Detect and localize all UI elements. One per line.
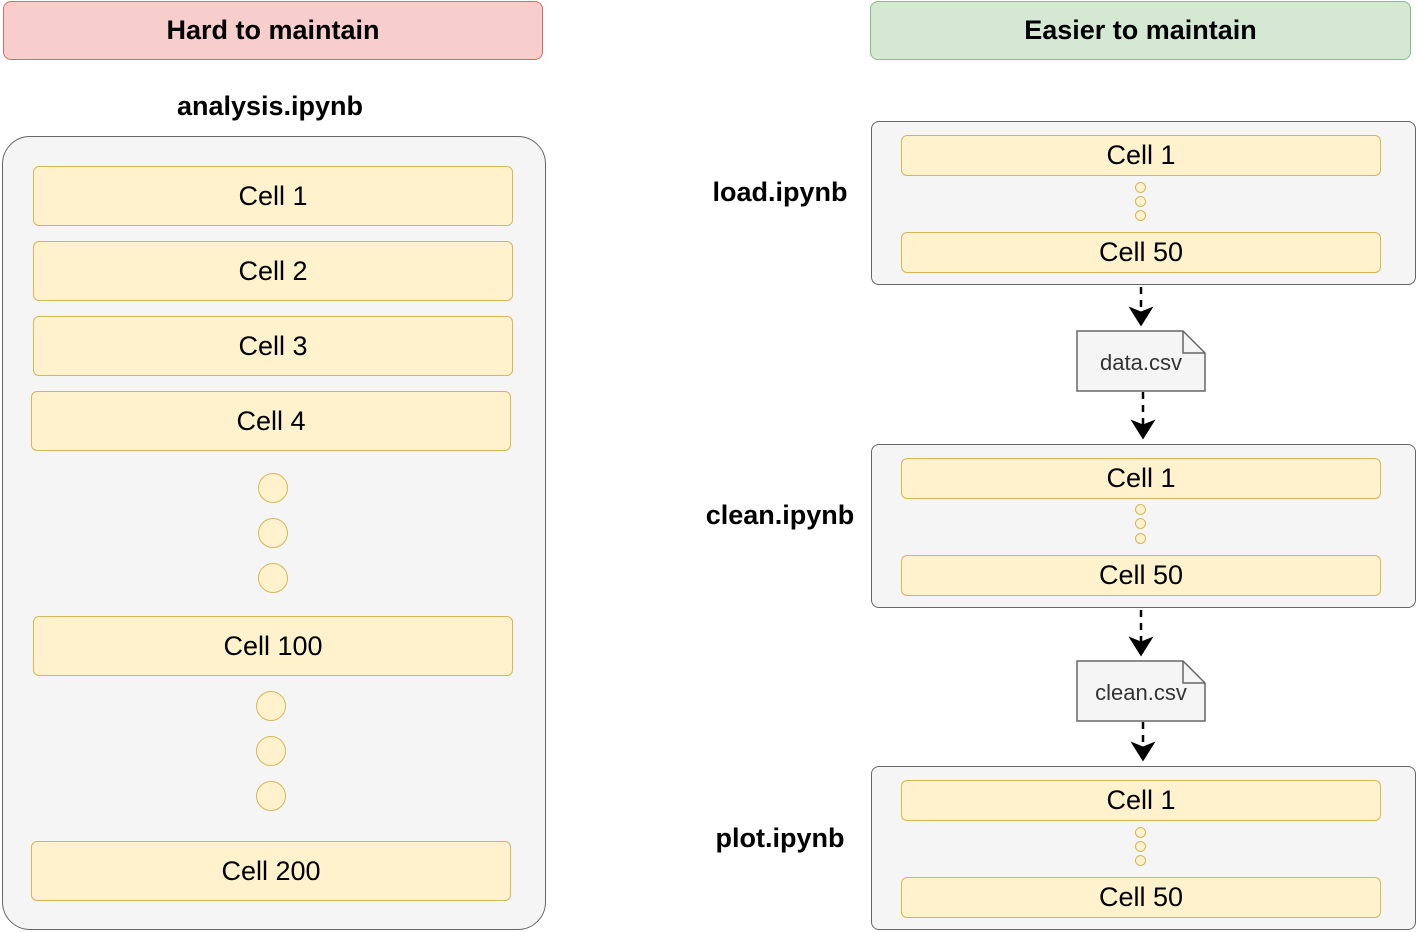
analysis-cell-4: Cell 4 (31, 391, 511, 451)
load-cell-1: Cell 1 (901, 135, 1381, 176)
ellipsis-dot (256, 781, 286, 811)
ellipsis-dot (258, 518, 288, 548)
clean-cell-1: Cell 1 (901, 458, 1381, 499)
analysis-cell-200: Cell 200 (31, 841, 511, 901)
clean-cell-50: Cell 50 (901, 555, 1381, 596)
ellipsis-dot (1135, 855, 1146, 866)
plot-cell-50: Cell 50 (901, 877, 1381, 918)
easier-to-maintain-header: Easier to maintain (870, 1, 1411, 60)
ellipsis-dot (1135, 827, 1146, 838)
load-notebook-title: load.ipynb (712, 176, 848, 207)
load-cell-50: Cell 50 (901, 232, 1381, 273)
plot-notebook-title: plot.ipynb (715, 822, 845, 853)
clean-csv-label: clean.csv (1095, 680, 1187, 705)
ellipsis-dot (258, 563, 288, 593)
analysis-cell-1: Cell 1 (33, 166, 513, 226)
ellipsis-dot (258, 473, 288, 503)
hard-to-maintain-header: Hard to maintain (3, 1, 543, 60)
ellipsis-dot (1135, 182, 1146, 193)
plot-cell-1: Cell 1 (901, 780, 1381, 821)
ellipsis-dot (256, 691, 286, 721)
clean-notebook-title: clean.ipynb (705, 499, 855, 530)
ellipsis-dot (1135, 210, 1146, 221)
ellipsis-dot (1135, 533, 1146, 544)
data-csv-file-icon (1076, 330, 1206, 392)
analysis-cell-100: Cell 100 (33, 616, 513, 676)
ellipsis-dot (1135, 841, 1146, 852)
ellipsis-dot (1135, 504, 1146, 515)
ellipsis-dot (256, 736, 286, 766)
analysis-cell-3: Cell 3 (33, 316, 513, 376)
ellipsis-dot (1135, 196, 1146, 207)
ellipsis-dot (1135, 518, 1146, 529)
clean-csv-file-icon (1076, 660, 1206, 722)
data-csv-label: data.csv (1100, 350, 1182, 375)
analysis-cell-2: Cell 2 (33, 241, 513, 301)
analysis-notebook-title: analysis.ipynb (176, 90, 364, 121)
